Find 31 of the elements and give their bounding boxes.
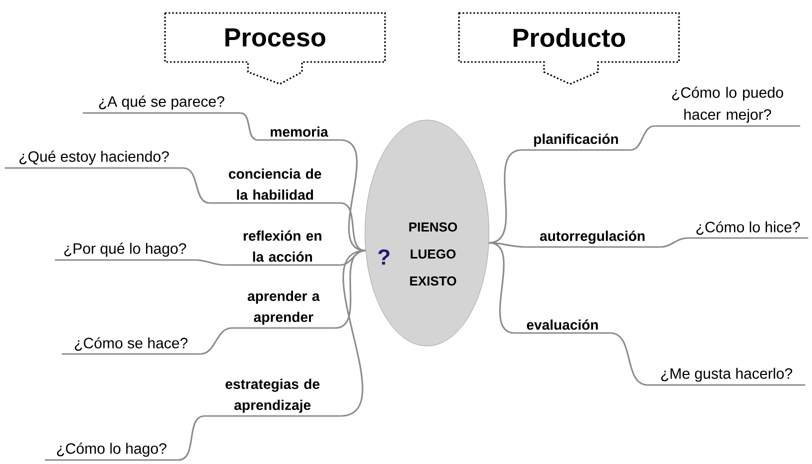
connector-line xyxy=(240,112,258,141)
branch-label: conciencia de la habilidad xyxy=(210,168,340,204)
connector-line xyxy=(660,237,688,248)
callout-box: Proceso xyxy=(164,12,386,85)
connector-line xyxy=(340,139,366,252)
question-label: ¿Cómo lo hago? xyxy=(44,442,178,461)
question-label: ¿Cómo lo hice? xyxy=(688,221,808,239)
question-label: ¿A qué se parece? xyxy=(82,96,240,114)
branch-label: autorregulación xyxy=(524,230,660,248)
question-label: ¿Cómo lo puedo hacer mejor? xyxy=(654,86,800,127)
question-label: ¿Me gusta hacerlo? xyxy=(648,368,806,386)
connector-line xyxy=(183,167,210,204)
connector-line xyxy=(340,202,366,252)
callout-box: Producto xyxy=(458,12,680,85)
question-label: ¿Qué estoy haciendo? xyxy=(4,150,184,169)
branch-label: evaluación xyxy=(514,319,610,334)
question-label: ¿Por qué lo hago? xyxy=(54,242,196,261)
branch-label: aprender a aprender xyxy=(232,290,336,329)
connector-line xyxy=(340,250,366,417)
question-label: ¿Cómo se hace? xyxy=(62,337,200,355)
branch-label: planificación xyxy=(522,134,630,151)
connector-line xyxy=(340,250,366,266)
branch-label: memoria xyxy=(258,126,340,141)
connector-line xyxy=(488,242,515,334)
connector-line xyxy=(200,327,232,355)
connector-line xyxy=(178,415,205,461)
branch-label: estrategias de aprendizaje xyxy=(204,378,340,417)
branch-label: reflexión en la acción xyxy=(224,230,340,266)
connector-line xyxy=(195,259,225,266)
connector-line xyxy=(610,332,648,386)
connector-line xyxy=(630,125,655,151)
